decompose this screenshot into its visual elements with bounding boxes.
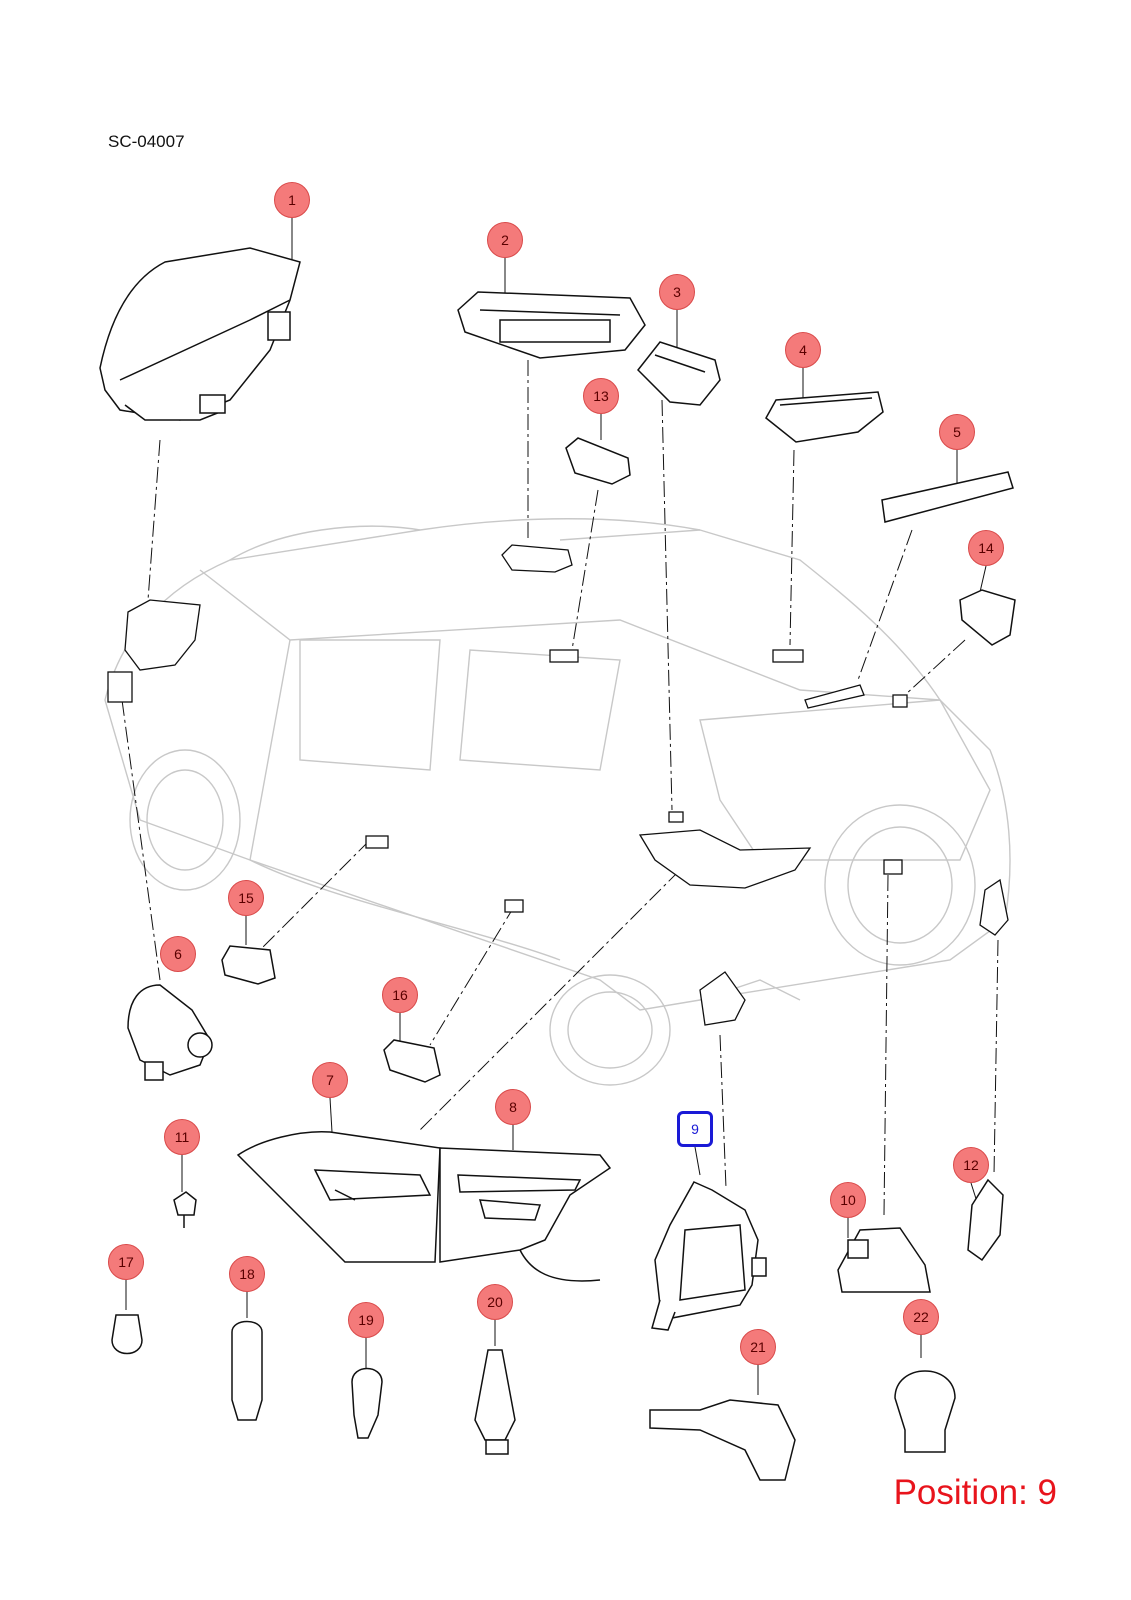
callout-4[interactable]: 4 — [785, 332, 821, 368]
fog-lamp-drawing — [127, 984, 213, 1081]
bulb-21-drawing — [649, 1399, 796, 1481]
map-lamp-drawing — [636, 341, 721, 406]
headlamp-drawing — [99, 247, 301, 421]
callout-12[interactable]: 12 — [953, 1147, 989, 1183]
leader-lines — [121, 360, 999, 1216]
bulb-17-drawing — [111, 1314, 143, 1355]
callout-9[interactable]: 9 — [677, 1111, 713, 1147]
tail-lamp-outer-drawing — [236, 1131, 441, 1263]
tail-lamp-inner-drawing — [439, 1147, 612, 1282]
bulb-18-drawing — [231, 1320, 263, 1421]
callout-14[interactable]: 14 — [968, 530, 1004, 566]
stop-lamp-drawing — [881, 471, 1014, 523]
plate-lamp-drawing — [837, 1227, 931, 1293]
callout-21[interactable]: 21 — [740, 1329, 776, 1365]
callout-10[interactable]: 10 — [830, 1182, 866, 1218]
callout-13[interactable]: 13 — [583, 378, 619, 414]
side-marker-drawing — [967, 1178, 1004, 1262]
dome-lamp-drawing — [457, 291, 646, 359]
component-drawings — [99, 247, 1016, 1481]
vehicle-outline — [104, 518, 1011, 1086]
callout-16[interactable]: 16 — [382, 977, 418, 1013]
socket-drawing — [173, 1191, 197, 1228]
callout-2[interactable]: 2 — [487, 222, 523, 258]
rear-dome-lamp-drawing — [765, 391, 884, 443]
callout-17[interactable]: 17 — [108, 1244, 144, 1280]
callout-20[interactable]: 20 — [477, 1284, 513, 1320]
callout-7[interactable]: 7 — [312, 1062, 348, 1098]
callout-19[interactable]: 19 — [348, 1302, 384, 1338]
bulb-20-drawing — [474, 1349, 516, 1455]
callout-5[interactable]: 5 — [939, 414, 975, 450]
callout-18[interactable]: 18 — [229, 1256, 265, 1292]
vehicle-lamp-locations — [107, 544, 1009, 1026]
drawing-code: SC-04007 — [108, 132, 185, 151]
license-lamp-drawing — [959, 589, 1016, 646]
callout-1[interactable]: 1 — [274, 182, 310, 218]
callout-6[interactable]: 6 — [160, 936, 196, 972]
callout-15[interactable]: 15 — [228, 880, 264, 916]
courtesy-lamp-drawing — [565, 437, 631, 485]
bulb-22-drawing — [894, 1370, 956, 1453]
callout-8[interactable]: 8 — [495, 1089, 531, 1125]
bulb-19-drawing — [351, 1367, 383, 1439]
position-indicator: Position: 9 — [893, 1473, 1057, 1512]
side-lamp-2-drawing — [383, 1039, 441, 1083]
callout-3[interactable]: 3 — [659, 274, 695, 310]
rear-reflector-lamp-drawing — [651, 1181, 767, 1331]
callout-11[interactable]: 11 — [164, 1119, 200, 1155]
callout-leaders — [125, 218, 987, 1395]
side-lamp-drawing — [221, 945, 276, 985]
callout-22[interactable]: 22 — [903, 1299, 939, 1335]
